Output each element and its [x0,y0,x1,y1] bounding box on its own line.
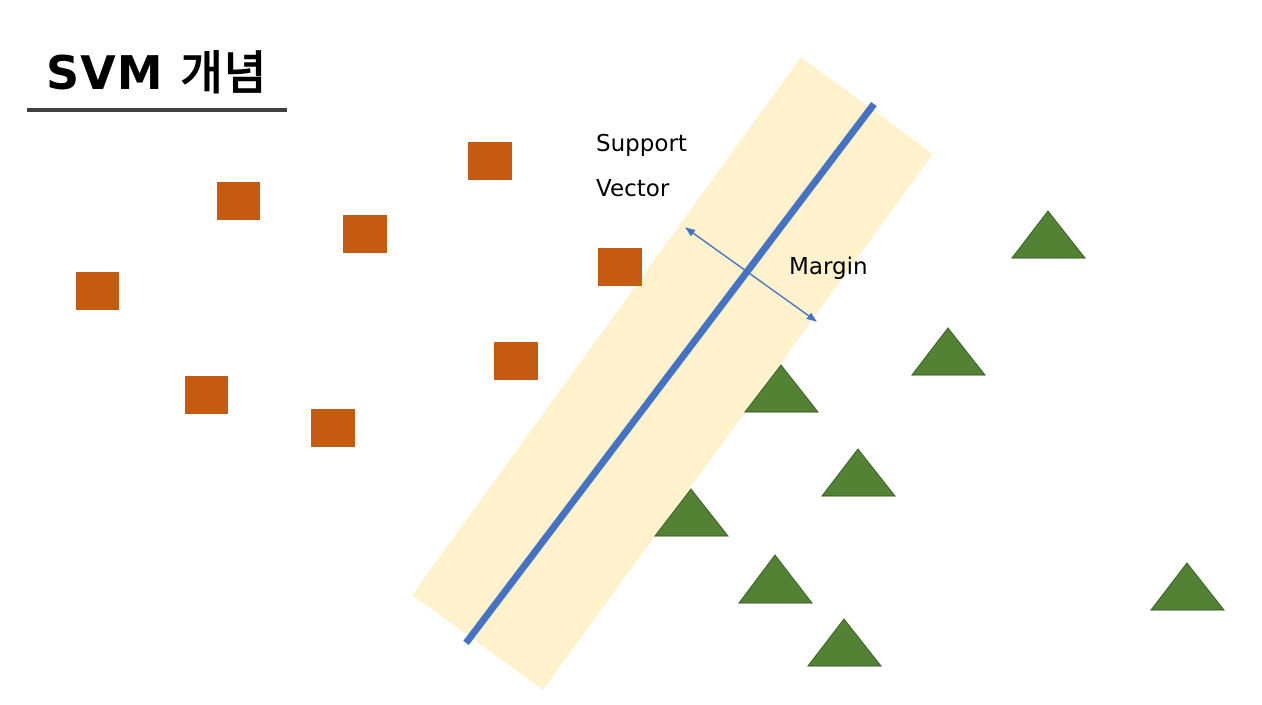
support-vector-label-line2: Vector [596,176,670,202]
class-b-point [653,488,730,537]
class-b-point [806,618,883,667]
title-underline [27,108,287,112]
margin-label: Margin [789,254,868,280]
class-a-point [598,248,642,286]
class-b-point [743,364,820,413]
page-title: SVM 개념 [46,46,268,100]
class-a-point [217,182,260,220]
class-a-point [494,342,538,380]
support-vector-label-line1: Support [596,131,687,157]
class-a-point [468,142,512,180]
class-b-point [738,554,814,604]
class-a-point [185,376,228,414]
margin-arrow [685,227,817,322]
class-a-point [311,409,355,447]
class-b-point [1149,562,1226,611]
class-b-point [910,327,987,376]
class-b-point [1010,210,1087,259]
class-b-point [820,448,897,497]
class-b-points [653,210,1226,667]
hyperplane-line [463,101,877,646]
class-a-points [76,142,642,447]
class-a-point [343,215,387,253]
class-a-point [76,272,119,310]
